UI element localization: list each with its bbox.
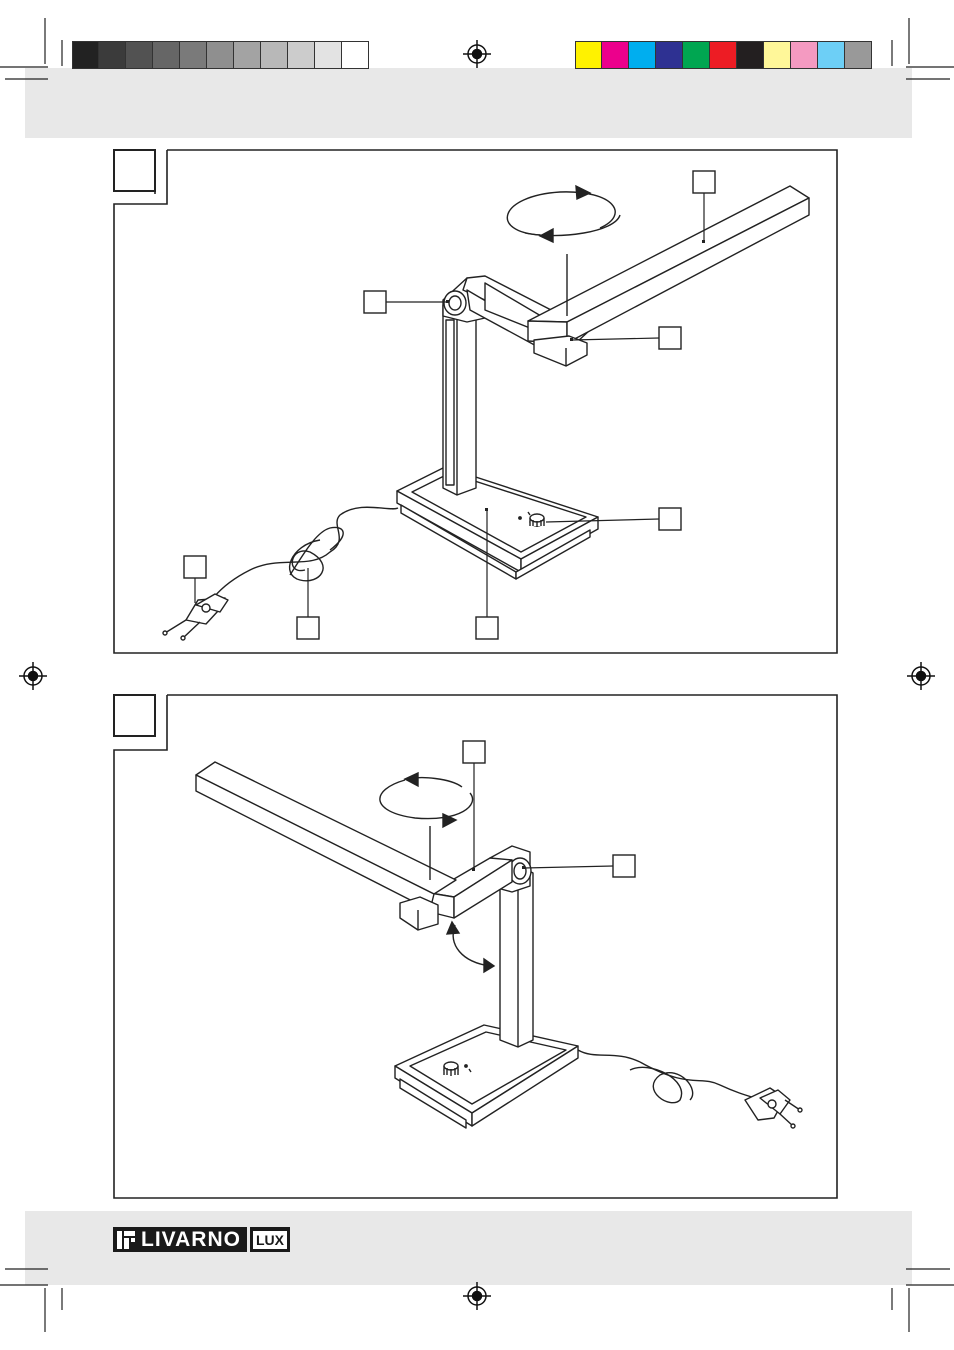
crop-marks-top-left [0, 18, 63, 80]
gray-swatch-4 [180, 41, 207, 69]
crosshair-target-icon [907, 662, 935, 690]
gray-swatch-3 [153, 41, 180, 69]
euro-plug-icon [162, 593, 229, 641]
color-swatch-0 [575, 41, 602, 69]
crop-marks-bottom-left [0, 1268, 63, 1332]
figure-2-lamp [195, 761, 803, 1129]
callout-box-base [475, 616, 499, 640]
gray-swatch-10 [342, 41, 369, 69]
tilt-arrow-icon [445, 920, 496, 974]
callout-box-led-panel [658, 326, 682, 350]
color-swatch-5 [710, 41, 737, 69]
color-swatch-7 [764, 41, 791, 69]
dimmer-knob-icon [529, 513, 545, 527]
crosshair-target-icon [463, 1282, 491, 1310]
figure-2-leader-lines [473, 763, 614, 870]
gray-swatch-6 [234, 41, 261, 69]
gray-swatch-7 [261, 41, 288, 69]
top-gray-band [25, 68, 912, 138]
callout-box-dimmer [658, 507, 682, 531]
figure-1-frame [113, 149, 838, 654]
color-swatch-1 [602, 41, 629, 69]
grayscale-color-bar [72, 41, 369, 69]
callout-box-arm [462, 740, 486, 764]
process-color-bar [575, 41, 872, 69]
gray-swatch-5 [207, 41, 234, 69]
rotation-arrows-icon [506, 184, 621, 316]
color-swatch-2 [629, 41, 656, 69]
brand-logo: LIVARNO LUX [113, 1227, 290, 1252]
figure-2-frame [113, 694, 838, 1199]
figure-1-lamp [162, 185, 810, 641]
gray-swatch-0 [72, 41, 99, 69]
gray-swatch-2 [126, 41, 153, 69]
color-swatch-4 [683, 41, 710, 69]
crop-marks-top-right [891, 18, 954, 80]
gray-swatch-8 [288, 41, 315, 69]
brand-sub-label: LUX [252, 1230, 287, 1249]
figure-1-leader-lines [194, 193, 705, 617]
color-swatch-6 [737, 41, 764, 69]
callout-box-plug [183, 555, 207, 579]
color-swatch-9 [818, 41, 845, 69]
color-swatch-10 [845, 41, 872, 69]
color-swatch-3 [656, 41, 683, 69]
color-swatch-8 [791, 41, 818, 69]
brand-name: LIVARNO [141, 1227, 241, 1251]
gray-swatch-1 [99, 41, 126, 69]
crop-marks-bottom-right [891, 1268, 954, 1332]
figure-2-rotation-arrows-icon [379, 771, 474, 880]
gray-swatch-9 [315, 41, 342, 69]
brand-mark-icon [117, 1230, 135, 1249]
crosshair-target-icon [19, 662, 47, 690]
callout-box-joint [363, 290, 387, 314]
callout-box-cord [296, 616, 320, 640]
callout-box-joint-2 [612, 854, 636, 878]
callout-box-light-head [692, 170, 716, 194]
crosshair-target-icon [463, 40, 491, 68]
